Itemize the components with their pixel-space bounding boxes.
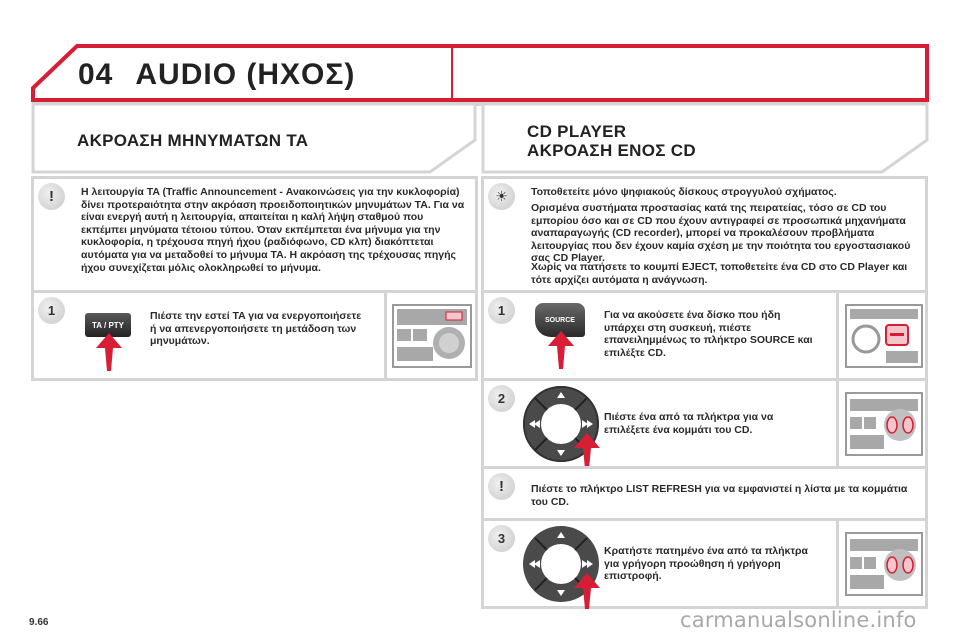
source-button[interactable]: SOURCE [535,303,585,337]
cd-tip-para2: Ορισμένα συστήματα προστασίας κατά της π… [531,202,911,265]
chapter-title: 04 AUDIO (ΗΧΟΣ) [78,58,355,92]
cd-tip-box: ☀ Τοποθετείτε μόνο ψηφιακούς δίσκους στρ… [481,176,928,293]
ta-step-1-box: 1 TA / PTY Πιέστε την εστεί TA για να εν… [31,290,478,381]
cd-tip-para1: Τοποθετείτε μόνο ψηφιακούς δίσκους στρογ… [531,186,837,198]
radio-unit-thumbnail [845,304,923,368]
radio-unit-thumbnail [845,532,923,596]
step-number-badge: 3 [488,525,515,552]
step-number-badge: 2 [488,385,515,412]
exclamation-icon: ! [488,473,515,500]
red-arrow-up-icon [548,331,574,369]
list-refresh-warning-box: ! Πιέστε το πλήκτρο LIST REFRESH για να … [481,466,928,521]
cd-step-3-text: Κρατήστε πατημένο ένα από τα πλήκτρα για… [604,545,808,583]
cd-step-1-box: 1 SOURCE Για να ακούσετε ένα δίσκο που ή… [481,290,928,381]
divider [836,293,839,378]
chapter-number: 04 [78,58,114,91]
right-section-title-line2: ΑΚΡΟΑΣΗ ΕΝΟΣ CD [527,141,696,160]
ta-pty-button[interactable]: TA / PTY [85,313,131,337]
right-section-title-line1: CD PLAYER [527,122,627,141]
red-arrow-up-icon [574,433,600,469]
divider [836,381,839,466]
ta-warning-text: Η λειτουργία TA (Traffic Announcement - … [81,186,465,274]
red-arrow-up-icon [96,333,122,371]
chapter-header-frame [31,44,929,106]
radio-unit-thumbnail [845,392,923,456]
exclamation-icon: ! [38,183,65,210]
chapter-title-text: AUDIO (ΗΧΟΣ) [135,58,356,91]
lightbulb-icon: ☀ [488,183,515,210]
left-section-title: ΑΚΡΟΑΣΗ ΜΗΝΥΜΑΤΩΝ TA [77,131,309,150]
page-number: 9.66 [29,617,49,628]
step-number-badge: 1 [38,297,65,324]
cd-step-2-box: 2 Πιέστε ένα από τα πλήκτρα για να επιλέ… [481,378,928,469]
watermark[interactable]: carmanualsonline.info [680,608,917,632]
cd-step-3-box: 3 Κρατήστε πατημένο ένα από τα πλήκτρα γ… [481,518,928,609]
red-arrow-up-icon [574,573,600,609]
ta-warning-box: ! Η λειτουργία TA (Traffic Announcement … [31,176,478,293]
cd-tip-para3: Χωρίς να πατήσετε το κουμπί EJECT, τοποθ… [531,261,908,286]
cd-step-2-text: Πιέστε ένα από τα πλήκτρα για να επιλέξε… [604,411,774,436]
cd-step-1-text: Για να ακούσετε ένα δίσκο που ήδη υπάρχε… [604,309,813,359]
divider [836,521,839,606]
radio-unit-thumbnail [392,304,472,368]
divider [384,293,387,378]
ta-step-1-text: Πιέστε την εστεί TA για να ενεργοποιήσετ… [150,310,362,348]
step-number-badge: 1 [488,297,515,324]
list-refresh-text: Πιέστε το πλήκτρο LIST REFRESH για να εμ… [531,483,908,508]
